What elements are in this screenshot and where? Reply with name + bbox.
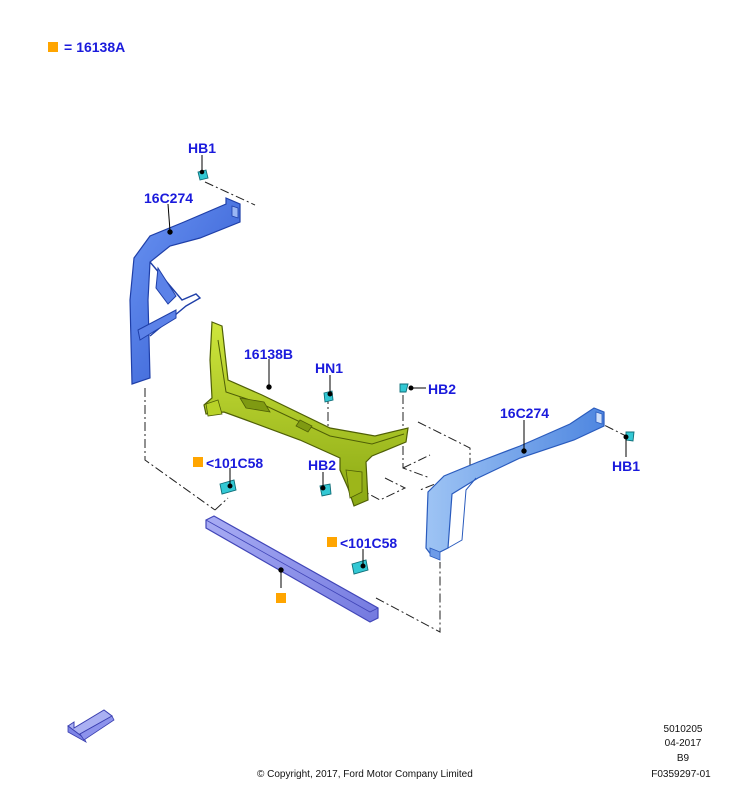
direction-arrow-icon — [67, 709, 115, 743]
callout-hn1: HN1 — [315, 360, 344, 376]
orange-square-icon — [276, 593, 286, 603]
figure-number: F0359297-01 — [651, 769, 711, 780]
illustration-revision: B9 — [676, 753, 690, 764]
center-support-16138B — [203, 321, 409, 507]
callout-hb1-right: HB1 — [612, 458, 641, 474]
leader-lines — [167, 155, 629, 588]
fasteners — [197, 169, 635, 575]
orange-square-icon — [48, 42, 58, 52]
legend-equals: = — [64, 39, 73, 55]
legend: =16138A — [48, 40, 125, 54]
callout-clip-right: <101C58 — [340, 535, 398, 551]
orange-square-icon — [193, 457, 203, 467]
callout-hb2-right: HB2 — [428, 381, 457, 397]
callout-clip-left: <101C58 — [206, 455, 264, 471]
illustration-code: 5010205 — [663, 724, 703, 735]
copyright-text: © Copyright, 2017, Ford Motor Company Li… — [257, 769, 473, 780]
callout-hb2-lower: HB2 — [308, 457, 337, 473]
callout-left-bracket: 16C274 — [144, 190, 194, 206]
legend-part-number: 16138A — [76, 39, 126, 55]
right-bracket-16C274 — [425, 407, 605, 561]
lower-crossmember-16138A — [205, 515, 379, 623]
illustration-date: 04-2017 — [664, 738, 702, 749]
callout-hb1-top: HB1 — [188, 140, 217, 156]
callout-center-support: 16138B — [244, 346, 294, 362]
callout-right-bracket: 16C274 — [500, 405, 550, 421]
assembly-lines — [144, 181, 631, 633]
orange-square-icon — [327, 537, 337, 547]
left-bracket-16C274 — [129, 197, 241, 385]
